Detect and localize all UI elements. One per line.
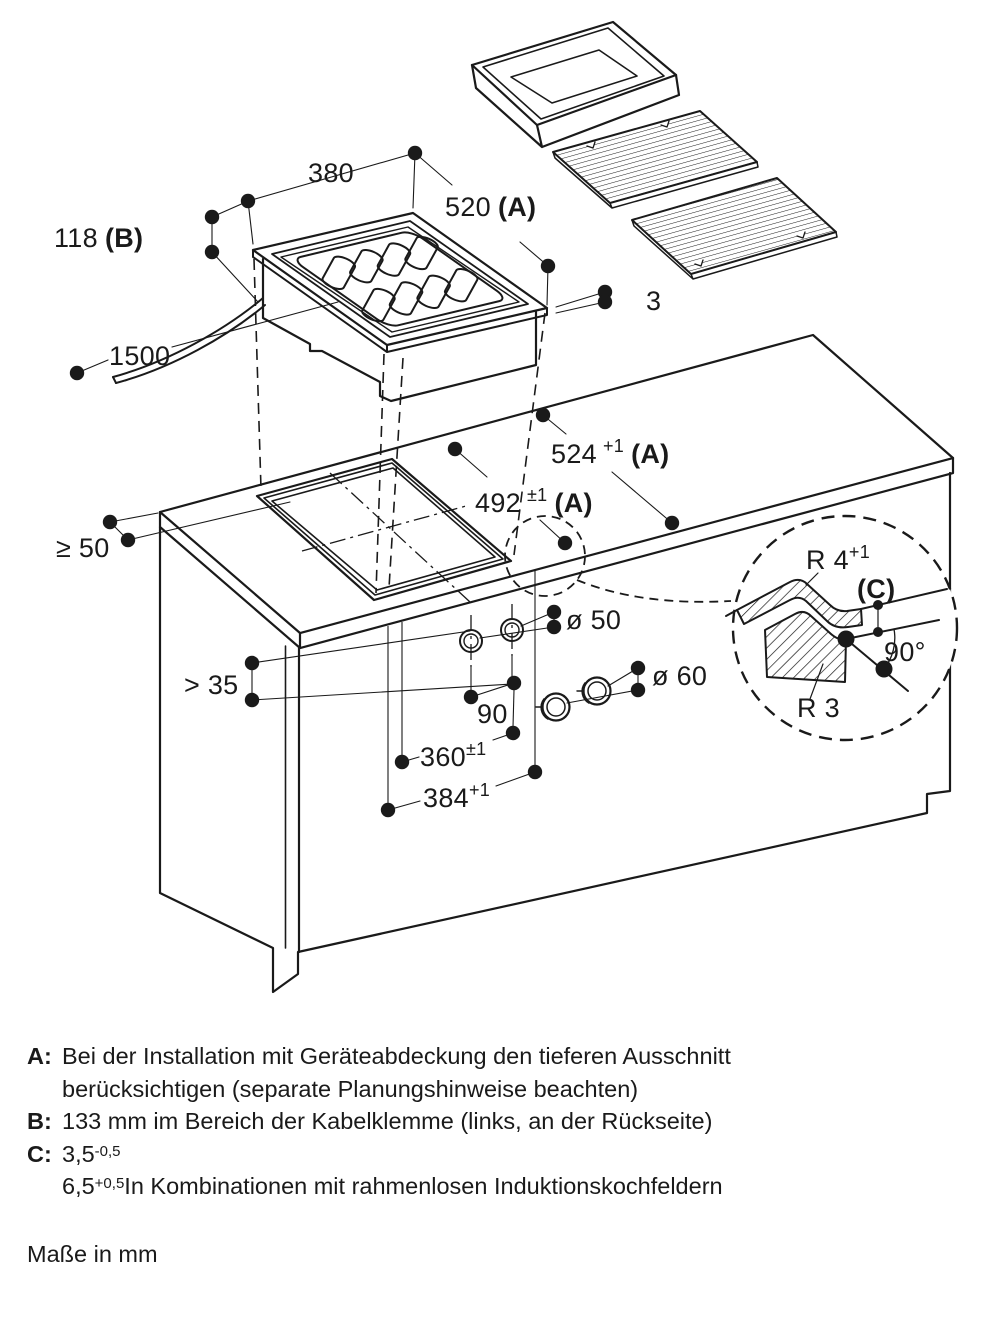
dim-line-3 bbox=[555, 291, 606, 314]
dim-1500: 1500 bbox=[109, 341, 170, 371]
dim-524: 524+1(A) bbox=[551, 436, 669, 469]
projection-lines bbox=[253, 258, 546, 804]
note-c-key: C: bbox=[27, 1140, 52, 1167]
installation-drawing: 380 520(A) 118(B) 3 1500 524+1(A) 492±1(… bbox=[54, 20, 959, 994]
notes-block: A: Bei der Installation mit Geräteabdeck… bbox=[27, 1040, 887, 1203]
worktop-cutout bbox=[255, 457, 513, 602]
control-knob-right bbox=[576, 676, 612, 706]
note-b-key: B: bbox=[27, 1108, 52, 1134]
dim-384: 384+1 bbox=[423, 780, 490, 813]
note-a: A: Bei der Installation mit Geräteabdeck… bbox=[27, 1040, 887, 1105]
detail-c: (C) bbox=[857, 574, 895, 604]
dim-ge50: ≥ 50 bbox=[56, 533, 110, 563]
dimensions: 380 520(A) 118(B) 3 1500 524+1(A) 492±1(… bbox=[54, 145, 707, 818]
note-a-key: A: bbox=[27, 1043, 52, 1069]
detail-90deg: 90° bbox=[884, 637, 926, 667]
dim-492: 492±1(A) bbox=[475, 485, 593, 518]
grill-module bbox=[112, 211, 549, 403]
note-a-text: Bei der Installation mit Geräteabdeckung… bbox=[62, 1043, 731, 1102]
detail-reference-circle bbox=[504, 515, 586, 597]
module-housing bbox=[261, 257, 538, 403]
power-cable bbox=[112, 297, 266, 384]
note-c: C: 3,5-0,5 6,5+0,5In Kombinationen mit r… bbox=[27, 1138, 887, 1203]
dimension-dots bbox=[69, 145, 680, 818]
note-c-text: 3,5-0,5 6,5+0,5In Kombinationen mit rahm… bbox=[62, 1140, 723, 1200]
dim-line-90 bbox=[470, 682, 515, 698]
control-knob-left bbox=[535, 692, 571, 722]
units-note: Maße in mm bbox=[27, 1241, 158, 1267]
cabinet-outline bbox=[158, 471, 952, 994]
detail-r3: R 3 bbox=[797, 693, 840, 723]
dim-118: 118(B) bbox=[54, 223, 143, 253]
grease-tray bbox=[470, 20, 681, 149]
grill-grate-top bbox=[552, 110, 759, 209]
dim-gt35: > 35 bbox=[184, 670, 239, 700]
detail-r4: R 4+1 bbox=[806, 542, 870, 575]
dim-line-380 bbox=[247, 152, 416, 245]
dim-dia50: ø 50 bbox=[566, 605, 621, 635]
note-b-text: 133 mm im Bereich der Kabelklemme (links… bbox=[62, 1108, 713, 1134]
dim-90: 90 bbox=[477, 699, 508, 729]
note-b: B: 133 mm im Bereich der Kabelklemme (li… bbox=[27, 1105, 887, 1138]
dim-line-ge50 bbox=[109, 501, 291, 541]
heating-element bbox=[284, 229, 516, 330]
dim-380: 380 bbox=[308, 158, 354, 188]
worktop-cabinet bbox=[158, 333, 955, 994]
dim-3: 3 bbox=[646, 286, 661, 316]
dim-dia60: ø 60 bbox=[652, 661, 707, 691]
section-cover-profile bbox=[736, 578, 863, 629]
grill-grate-bottom bbox=[631, 177, 838, 280]
dim-520: 520(A) bbox=[445, 192, 536, 222]
dim-360: 360±1 bbox=[420, 739, 486, 772]
detail-view: R 4+1 (C) 90° R 3 bbox=[504, 514, 959, 742]
